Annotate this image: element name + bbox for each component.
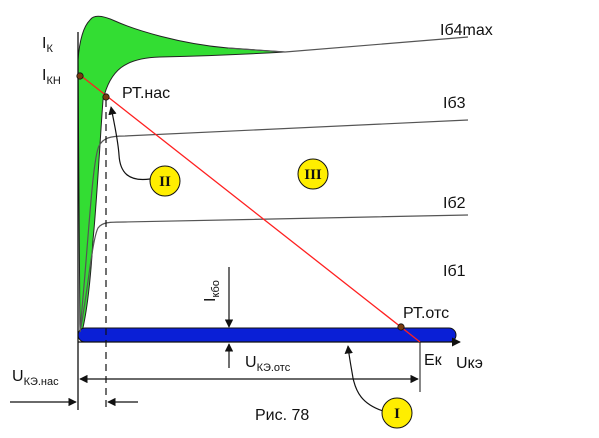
- uke-ots-label: UКЭ.отс: [245, 354, 291, 374]
- curve-label-ib4max: Iб4max: [440, 22, 493, 39]
- saturation-region: [77, 15, 286, 340]
- figure-caption: Рис. 78: [255, 407, 309, 424]
- curve-ib3: [79, 119, 469, 331]
- region-i-pointer: [344, 345, 384, 412]
- saturation-point: [102, 93, 110, 101]
- svg-text:I: I: [394, 406, 400, 422]
- curve-ib2: [79, 214, 469, 333]
- curve-label-ib3: Iб3: [443, 95, 466, 112]
- ek-label: Ек: [424, 352, 443, 369]
- svg-text:III: III: [304, 167, 322, 183]
- ikn-label: IКН: [42, 67, 61, 87]
- ikbo-label: Iкбо: [202, 280, 222, 302]
- uke-nas-label: UКЭ.нас: [12, 368, 59, 388]
- region-ii-pointer: [108, 106, 151, 181]
- region-marker-ii: II: [149, 165, 181, 197]
- svg-text:II: II: [159, 174, 171, 190]
- region-marker-iii: III: [297, 158, 329, 190]
- saturation-point-label: РТ.нас: [122, 85, 170, 102]
- load-line: [79, 74, 421, 343]
- y-axis-label: IК: [42, 35, 53, 55]
- region-marker-i: I: [381, 397, 413, 429]
- cutoff-point: [397, 323, 405, 331]
- ikn-point: [76, 72, 84, 80]
- curve-label-ib1: Iб1: [443, 263, 466, 280]
- cutoff-point-label: РТ.отс: [403, 305, 449, 322]
- curve-ib4max: [227, 36, 469, 53]
- curve-label-ib2: Iб2: [443, 195, 466, 212]
- x-axis-label: Uкэ: [456, 355, 483, 372]
